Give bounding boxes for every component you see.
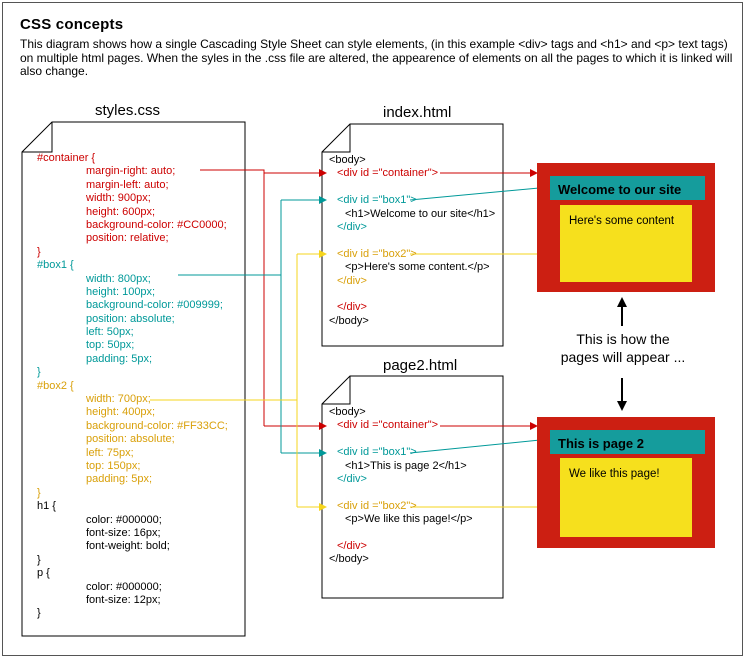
teal-arrow-to-preview1 — [409, 183, 551, 201]
teal-arrow-to-preview2 — [409, 435, 551, 454]
code-line: } — [37, 245, 41, 258]
code-line: height: 600px; — [86, 205, 156, 218]
code-line: background-color: #CC0000; — [86, 218, 227, 231]
code-line: h1 { — [37, 500, 56, 513]
code-line: position: relative; — [86, 232, 169, 245]
code-line: } — [37, 366, 41, 379]
code-line — [329, 527, 473, 540]
page2-file-doc — [321, 375, 504, 599]
code-line: top: 150px; — [86, 459, 141, 472]
code-line — [329, 234, 495, 247]
code-line: position: absolute; — [86, 312, 175, 325]
css-file-fold — [22, 122, 53, 153]
page2-file-fold — [322, 376, 351, 405]
code-line: background-color: #009999; — [86, 299, 223, 312]
code-line: width: 800px; — [86, 272, 151, 285]
code-line: margin-right: auto; — [86, 165, 176, 178]
code-line: <body> — [329, 154, 366, 166]
code-line: color: #000000; — [86, 513, 162, 526]
code-line: color: #000000; — [86, 580, 162, 593]
code-line: <h1>Welcome to our site</h1> — [345, 207, 496, 220]
code-line: </div> — [337, 220, 367, 233]
code-line: <p>We like this page!</p> — [345, 513, 473, 526]
code-line: <div id ="box1"> — [337, 194, 417, 207]
code-line: </body> — [329, 314, 369, 327]
code-line: width: 900px; — [86, 192, 151, 205]
css-file-doc — [21, 121, 246, 637]
code-line: left: 50px; — [86, 326, 134, 339]
red-connector-css — [200, 169, 265, 426]
code-line: font-weight: bold; — [86, 540, 170, 553]
code-line: #box1 { — [37, 259, 74, 272]
code-line: p { — [37, 567, 50, 580]
code-line: left: 75px; — [86, 446, 134, 459]
page2-code: <body><div id ="container"> <div id ="bo… — [329, 406, 473, 567]
code-line: <div id ="container"> — [337, 167, 439, 180]
code-line: </body> — [329, 553, 369, 566]
code-line: height: 400px; — [86, 406, 156, 419]
code-line: top: 50px; — [86, 339, 135, 352]
code-line: font-size: 16px; — [86, 526, 161, 539]
code-line: padding: 5px; — [86, 352, 153, 365]
code-line: } — [37, 486, 41, 499]
index-file-doc — [321, 123, 504, 347]
css-file-label: styles.css — [95, 102, 161, 119]
code-line: background-color: #FF33CC; — [86, 419, 228, 432]
code-line: #container { — [37, 152, 96, 164]
preview1-heading: Welcome to our site — [550, 176, 705, 200]
diagram-description: This diagram shows how a single Cascadin… — [20, 37, 733, 78]
code-line: #box2 { — [37, 379, 74, 392]
code-line: </div> — [337, 539, 367, 552]
diagram-title: CSS concepts — [20, 16, 124, 33]
code-line: <h1>This is page 2</h1> — [345, 459, 467, 472]
code-line: padding: 5px; — [86, 473, 153, 486]
code-line: font-size: 12px; — [86, 593, 161, 606]
preview2-content: We like this page! — [560, 458, 692, 537]
code-line: } — [37, 553, 41, 566]
code-line — [329, 433, 473, 446]
code-line: height: 100px; — [86, 285, 156, 298]
code-line: position: absolute; — [86, 433, 175, 446]
preview2-heading: This is page 2 — [550, 430, 705, 454]
appear-note: This is how the pages will appear ... — [560, 331, 686, 365]
code-line: width: 700px; — [86, 393, 151, 406]
code-line — [329, 486, 473, 499]
teal-connector-css — [178, 200, 282, 453]
css-code: #container {margin-right: auto;margin-le… — [37, 152, 228, 621]
code-line: </div> — [337, 472, 367, 485]
code-line: <div id ="box2"> — [337, 247, 417, 260]
code-line: <body> — [329, 406, 366, 418]
index-file-label: index.html — [383, 104, 452, 121]
page2-file-label: page2.html — [383, 357, 458, 374]
code-line: </div> — [337, 301, 367, 314]
code-line: </div> — [337, 274, 367, 287]
code-line: <div id ="box1"> — [337, 446, 417, 459]
code-line: } — [37, 607, 41, 620]
code-line — [329, 288, 495, 301]
preview1-content: Here's some content — [560, 205, 692, 282]
code-line: <div id ="container"> — [337, 419, 439, 432]
code-line — [329, 181, 495, 194]
index-code: <body><div id ="container"> <div id ="bo… — [329, 154, 495, 328]
gold-connector-css — [150, 254, 298, 507]
index-file-fold — [322, 124, 351, 153]
code-line: margin-left: auto; — [86, 178, 169, 191]
code-line: <p>Here's some content.</p> — [345, 261, 490, 274]
code-line: <div id ="box2"> — [337, 499, 417, 512]
